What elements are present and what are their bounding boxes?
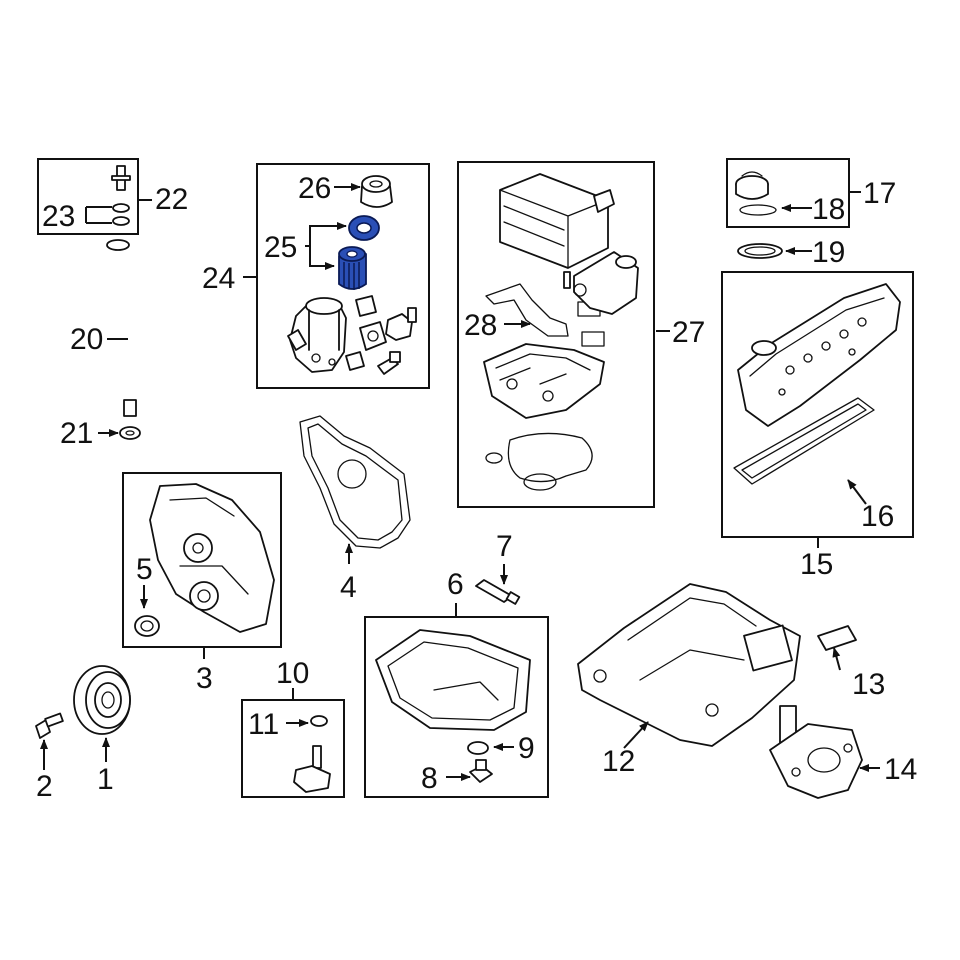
filter-housing-part xyxy=(287,297,365,373)
oil-filter-element-highlighted xyxy=(338,215,380,290)
oil-cooler-part xyxy=(499,173,615,269)
drain-plug-washer-part xyxy=(467,741,489,755)
base-gasket-part xyxy=(485,432,593,491)
callout-18: 18 xyxy=(812,193,845,226)
callout-20: 20 xyxy=(70,323,103,356)
callout-15: 15 xyxy=(800,548,833,581)
oil-pump-module-part xyxy=(563,251,639,315)
callout-11: 11 xyxy=(248,708,279,741)
oil-pressure-sensor-part xyxy=(475,579,521,605)
crank-bolt-part xyxy=(35,712,64,739)
callout-23: 23 xyxy=(42,200,75,233)
callout-9: 9 xyxy=(518,732,535,765)
oil-filter-cap-part xyxy=(360,175,393,208)
callout-10: 10 xyxy=(276,657,309,690)
crank-seal-part xyxy=(134,615,160,637)
oil-pump-part xyxy=(769,705,863,799)
callout-25: 25 xyxy=(264,231,297,264)
callout-4: 4 xyxy=(340,571,357,604)
callout-17: 17 xyxy=(863,177,896,210)
lower-oil-pan-part xyxy=(375,629,531,731)
group-box-3 xyxy=(122,472,282,648)
callout-14: 14 xyxy=(884,753,917,786)
baffle-part xyxy=(817,625,857,651)
callout-1: 1 xyxy=(97,763,114,796)
leader-lines xyxy=(40,183,880,781)
callout-21: 21 xyxy=(60,417,93,450)
dipstick-tube-part xyxy=(106,239,137,417)
drain-plug-part xyxy=(469,759,493,783)
group-box-22 xyxy=(37,158,139,235)
upper-oil-pan-part xyxy=(577,583,801,747)
oil-filter-module-base-part xyxy=(483,343,605,419)
callout-5: 5 xyxy=(136,553,153,586)
callout-12: 12 xyxy=(602,745,635,778)
callout-28: 28 xyxy=(464,309,497,342)
callout-19: 19 xyxy=(812,236,845,269)
crank-pulley-part xyxy=(73,665,131,735)
callout-7: 7 xyxy=(496,530,513,563)
callout-3: 3 xyxy=(196,662,213,695)
timing-cover-part xyxy=(149,483,275,633)
timing-cover-gasket-part xyxy=(299,415,411,549)
callout-24: 24 xyxy=(202,262,235,295)
filler-neck-seal-part xyxy=(737,243,783,259)
callout-8: 8 xyxy=(421,762,438,795)
oil-level-sensor-part xyxy=(293,745,331,793)
valve-cover-part xyxy=(737,283,901,427)
dipstick-bolt-part xyxy=(111,165,131,191)
callout-22: 22 xyxy=(155,183,188,216)
callout-2: 2 xyxy=(36,770,53,803)
callout-26: 26 xyxy=(298,172,331,205)
group-box-27 xyxy=(457,161,655,508)
oil-filler-cap-part xyxy=(735,171,769,200)
callout-6: 6 xyxy=(447,568,464,601)
callout-13: 13 xyxy=(852,668,885,701)
sensor-seal-part xyxy=(310,715,328,727)
filler-cap-seal-part xyxy=(739,204,777,216)
callout-16: 16 xyxy=(861,500,894,533)
valve-cover-gasket-part xyxy=(733,397,875,485)
sensor-part xyxy=(385,307,417,341)
o-rings-part xyxy=(112,203,130,226)
housing-gasket-part xyxy=(355,295,387,351)
callout-27: 27 xyxy=(672,316,705,349)
housing-bolt-part xyxy=(377,351,401,375)
tube-seal-part xyxy=(119,426,141,440)
